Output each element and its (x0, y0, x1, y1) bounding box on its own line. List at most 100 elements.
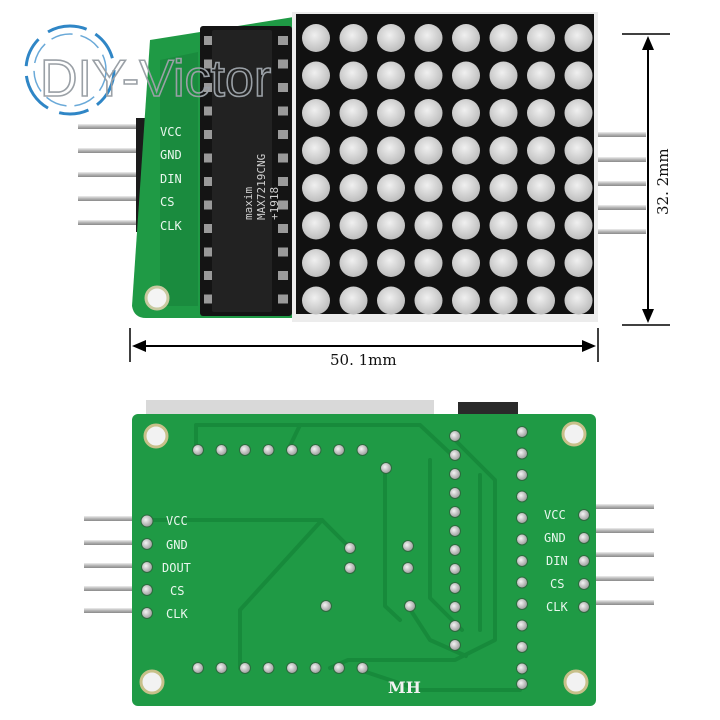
led-dot (414, 286, 443, 315)
back-out-label-gnd: GND (544, 531, 566, 545)
front-label-vcc: VCC (160, 125, 182, 139)
solder-pad (516, 576, 528, 589)
back-out-label-din: DIN (546, 554, 568, 568)
led-dot (527, 99, 555, 127)
led-dot (339, 24, 368, 52)
max7219-chip: maxim MAX7219CNG +1918 (200, 26, 292, 316)
chip-pin (204, 294, 214, 304)
led-dot (414, 136, 443, 165)
solder-pad (402, 540, 414, 552)
back-out-label-cs: CS (550, 577, 564, 591)
solder-pad (141, 607, 153, 619)
led-dot (564, 24, 593, 52)
solder-pad (516, 619, 528, 632)
chip-pin (278, 83, 288, 92)
solder-pad (333, 662, 345, 674)
led-dot (339, 249, 368, 277)
chip-pin (204, 177, 214, 186)
led-dot (452, 286, 480, 315)
led-dot (414, 249, 443, 277)
chip-pin (204, 271, 214, 280)
led-dot (377, 24, 405, 52)
led-dot (564, 99, 593, 127)
chip-pin (278, 177, 288, 186)
led-dot (452, 211, 480, 240)
led-dot (489, 211, 518, 240)
solder-pad (215, 662, 228, 674)
front-label-din: DIN (160, 172, 182, 186)
led-dot (377, 211, 405, 240)
solder-pad (449, 639, 461, 651)
chip-pin (204, 247, 214, 257)
led-dot (564, 61, 593, 90)
led-dot (339, 211, 368, 240)
solder-pad (449, 430, 461, 442)
solder-pad (449, 449, 461, 461)
led-dot (564, 211, 593, 240)
led-dot (489, 249, 518, 277)
chip-pin (204, 36, 214, 45)
watermark: DIY-Victor (24, 24, 272, 116)
led-dot (527, 136, 555, 165)
solder-pad (449, 620, 461, 632)
led-matrix (292, 12, 598, 322)
chip-pin (278, 106, 288, 116)
solder-pad (516, 598, 528, 610)
solder-pad (516, 555, 528, 567)
led-dot (452, 24, 480, 52)
height-label: 32. 2mm (654, 148, 672, 215)
solder-pad (449, 506, 461, 518)
back-mount-hole-tr (561, 421, 587, 447)
chip-pin (278, 36, 288, 45)
led-dot (564, 174, 593, 202)
watermark-text: DIY-Victor (40, 50, 271, 108)
back-mount-hole-br (563, 669, 589, 695)
led-dot (377, 61, 405, 90)
led-dot (302, 211, 330, 240)
solder-pad (344, 542, 356, 554)
solder-pad (516, 490, 528, 503)
front-pin-labels: VCC GND DIN CS CLK (160, 125, 182, 233)
chip-pin (204, 130, 214, 139)
led-dot (527, 211, 555, 240)
solder-pad (578, 532, 590, 544)
led-dot (377, 286, 405, 315)
chip-pin (278, 153, 288, 163)
chip-date-code: +1918 (268, 187, 281, 220)
chip-pin (278, 224, 288, 233)
led-dot (414, 211, 443, 240)
led-dot (452, 99, 480, 127)
chip-pin (278, 247, 288, 257)
back-output-labels: VCC GND DIN CS CLK (544, 508, 568, 614)
led-dot (452, 136, 480, 165)
led-dot (339, 99, 368, 127)
back-board: VCC GND DOUT CS CLK VCC GND DIN CS CLK M… (84, 400, 654, 706)
led-dot (302, 286, 330, 315)
solder-pad (516, 662, 528, 675)
led-dot (489, 174, 518, 202)
led-dot (302, 99, 330, 127)
front-board: VCC GND DIN CS CLK maxim MAX7219CNG +191… (78, 12, 646, 322)
pcb-traces (148, 423, 522, 692)
back-out-label-vcc: VCC (544, 508, 566, 522)
solder-pad (578, 509, 590, 521)
back-mount-hole-tl (143, 423, 169, 449)
led-dot (302, 136, 330, 165)
solder-pad (402, 562, 414, 574)
led-dot (377, 99, 405, 127)
back-left-header-pins (84, 516, 146, 613)
back-label-clk: CLK (166, 607, 188, 621)
chip-pin (204, 83, 214, 92)
solder-pad (516, 426, 528, 438)
solder-pad (286, 444, 298, 456)
solder-pad (449, 468, 461, 480)
led-dot (452, 174, 480, 202)
solder-pad (356, 444, 369, 456)
led-dot (564, 136, 593, 165)
chip-pin (204, 224, 214, 233)
led-dot (414, 174, 443, 202)
led-dot (527, 286, 555, 315)
solder-pad (262, 444, 275, 456)
solder-pad (192, 662, 204, 674)
solder-pad (192, 444, 204, 456)
